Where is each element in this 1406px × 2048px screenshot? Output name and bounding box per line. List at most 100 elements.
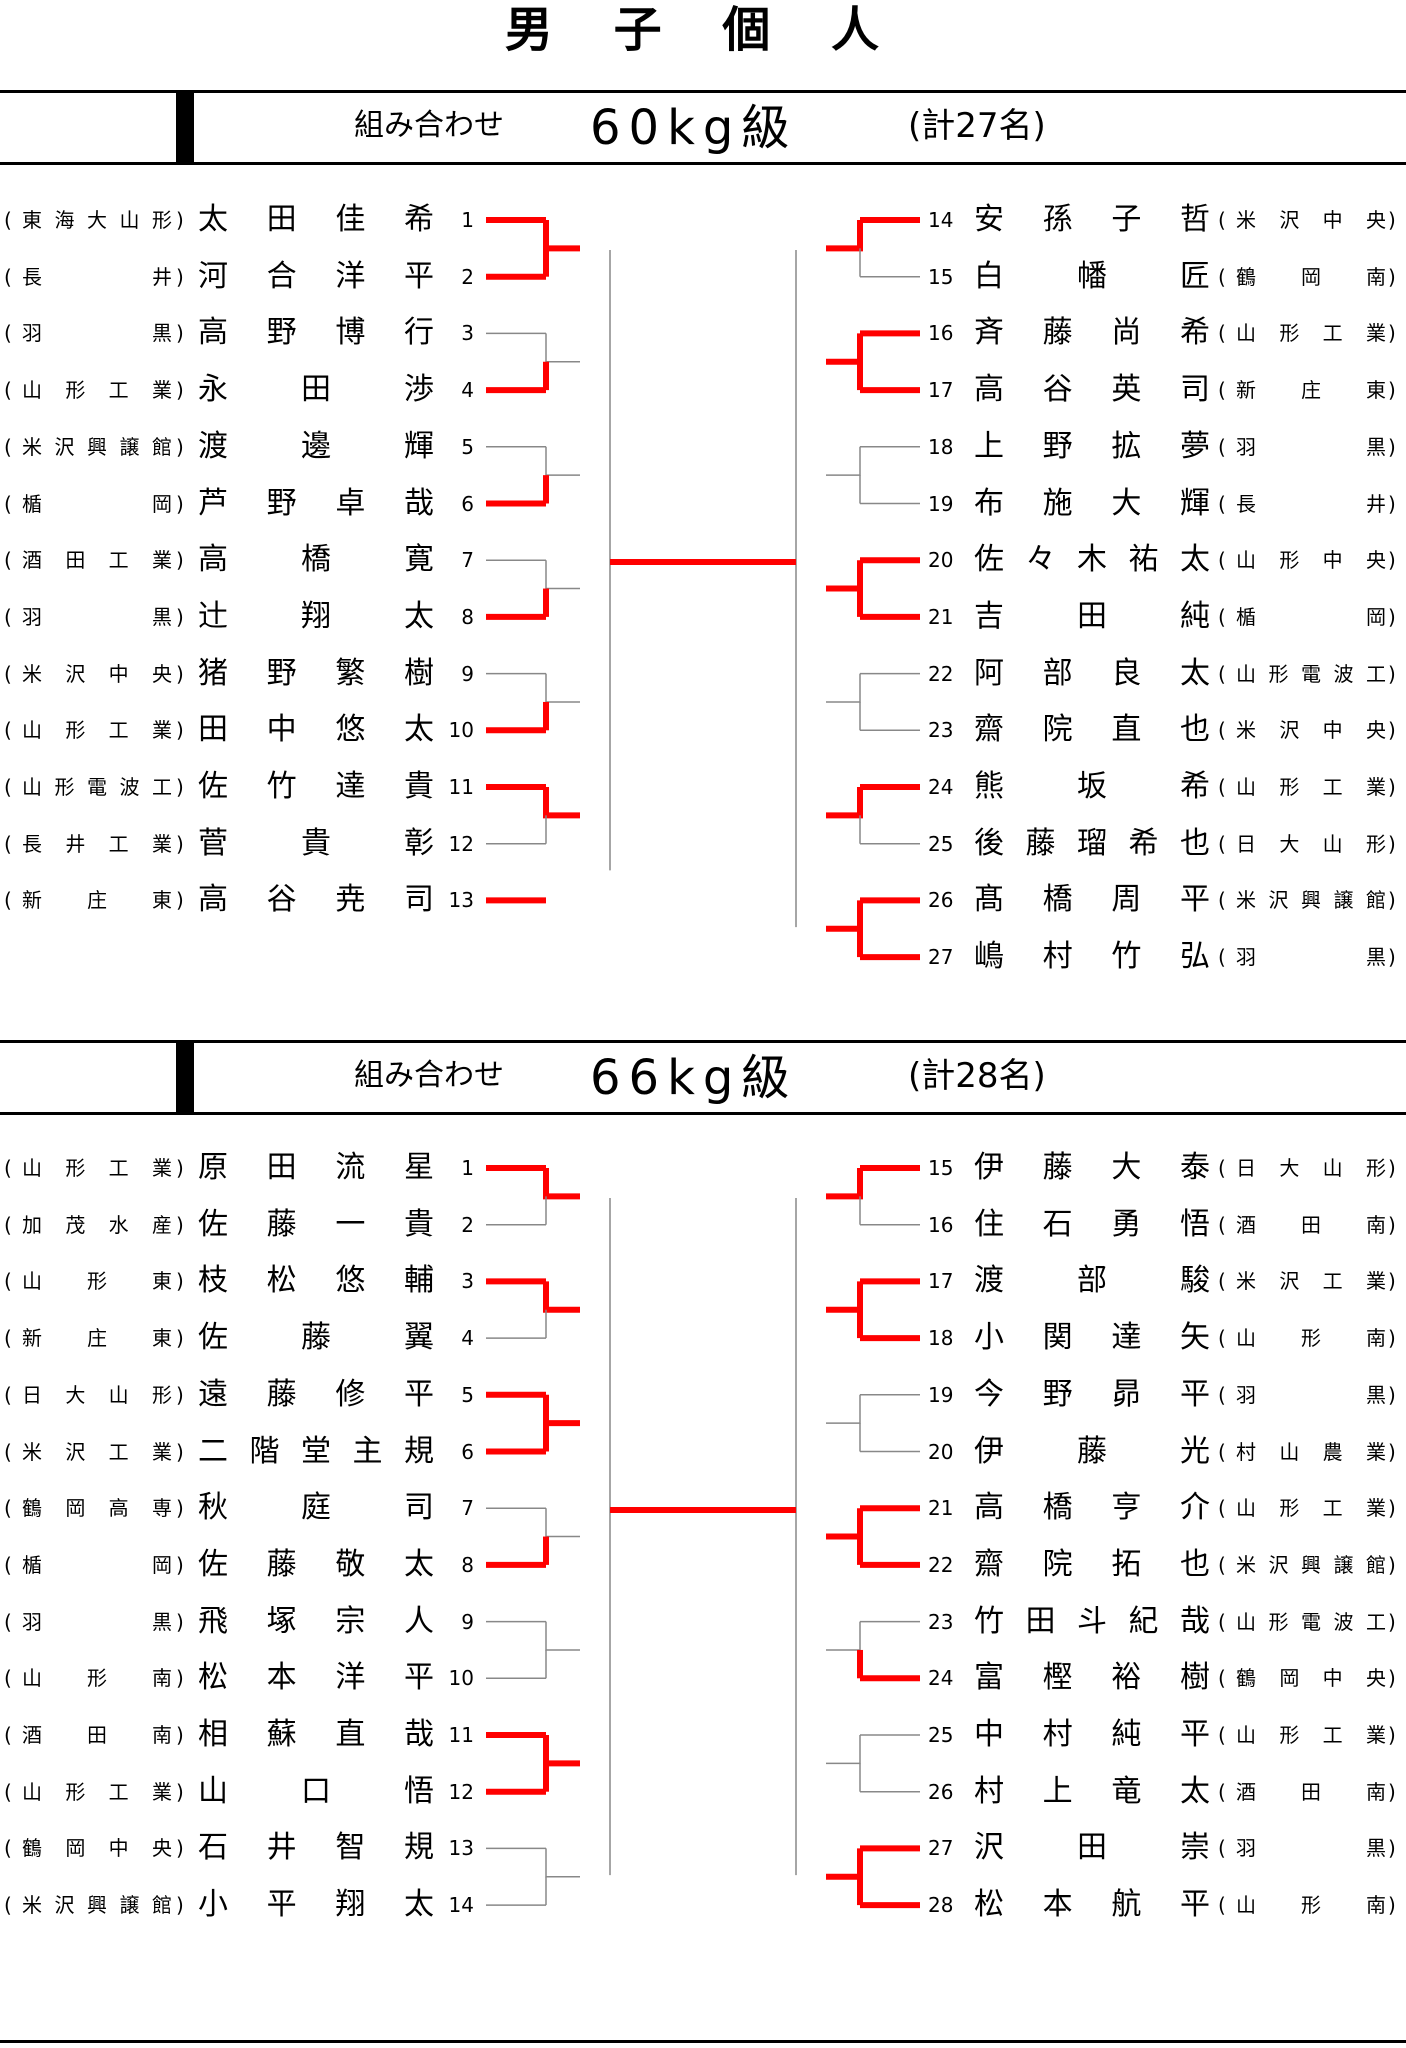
name-char: 太 — [1179, 655, 1210, 691]
name-char: 崇 — [1180, 1830, 1210, 1866]
team-name: (米沢中央) — [1218, 710, 1404, 750]
team-char: 東 — [152, 1326, 172, 1351]
paren-close: ) — [1388, 718, 1396, 743]
team-char: 業 — [151, 548, 172, 573]
paren-close: ) — [1388, 1439, 1396, 1464]
team-char: 酒 — [22, 548, 42, 573]
team-char: 工 — [1366, 1609, 1386, 1634]
competitor-name: 飛塚宗人 — [198, 1602, 434, 1642]
name-char: 村 — [974, 1773, 1004, 1809]
paren-open: ( — [1218, 208, 1226, 232]
header-bar — [176, 92, 194, 164]
team-char: 工 — [1322, 1496, 1343, 1521]
name-char: 星 — [403, 1150, 434, 1185]
team-name: (加茂水産) — [0, 1205, 194, 1245]
name-char: 渉 — [404, 372, 434, 408]
team-char: 黒 — [1366, 434, 1386, 459]
name-char: 本 — [1042, 1887, 1073, 1923]
team-name: (長井) — [0, 257, 194, 297]
paren-open: ( — [4, 1666, 12, 1691]
team-char: 鶴 — [1236, 1666, 1256, 1691]
paren-close: ) — [1388, 321, 1396, 346]
paren-close: ) — [176, 1723, 184, 1747]
seed-number: 11 — [448, 775, 474, 799]
competitor-name: 沢田崇 — [974, 1828, 1210, 1868]
team-char: 米 — [1236, 888, 1256, 913]
name-char: 中 — [974, 1717, 1004, 1752]
header-label: 組み合わせ — [354, 1058, 504, 1093]
name-char: 松 — [266, 1263, 297, 1299]
paren-open: ( — [4, 321, 12, 346]
seed-number: 7 — [461, 1496, 474, 1521]
paren-close: ) — [1388, 1269, 1396, 1294]
competitor-name: 高橋寛 — [198, 540, 434, 580]
team-text: 新庄東 — [22, 880, 172, 920]
competitor-name: 吉田純 — [974, 597, 1210, 637]
paren-open: ( — [4, 378, 12, 403]
round-join — [826, 1621, 861, 1651]
name-char: 高 — [198, 882, 228, 918]
seed-number: 2 — [461, 1212, 474, 1237]
name-char: 規 — [403, 1830, 434, 1866]
team-name: (山形工業) — [0, 1772, 194, 1812]
seed-number: 25 — [928, 1723, 954, 1747]
paren-close: ) — [176, 321, 184, 346]
team-char: 東 — [152, 888, 172, 913]
competitor-name: 村上竜太 — [974, 1772, 1210, 1812]
team-char: 日 — [22, 1382, 42, 1407]
name-char: 平 — [1179, 882, 1210, 918]
team-name: (鶴岡南) — [1218, 257, 1404, 297]
team-text: 山形東 — [22, 1261, 172, 1301]
paren-open: ( — [1218, 1779, 1226, 1804]
team-char: 形 — [65, 1779, 86, 1804]
seed-number: 26 — [928, 1779, 954, 1804]
team-text: 米沢中央 — [1236, 710, 1386, 750]
team-name: (新庄東) — [0, 1318, 194, 1358]
competitor-name: 佐藤翼 — [198, 1318, 434, 1358]
paren-close: ) — [1388, 1609, 1396, 1634]
name-char: 布 — [974, 485, 1004, 521]
team-name: (米沢中央) — [1218, 200, 1404, 240]
paren-open: ( — [4, 1326, 12, 1351]
name-char: 航 — [1111, 1887, 1142, 1923]
seed-number: 12 — [448, 831, 474, 856]
seed-number: 10 — [448, 718, 474, 743]
team-text: 山形南 — [22, 1658, 172, 1698]
competitor-name: 佐々木祐太 — [974, 540, 1210, 580]
seed-number: 1 — [461, 208, 474, 232]
team-char: 羽 — [22, 604, 42, 629]
name-char: 佐 — [198, 769, 228, 804]
name-char: 竹 — [266, 769, 297, 804]
team-name: (山形南) — [1218, 1885, 1404, 1925]
name-char: 哉 — [403, 485, 434, 521]
seed-number: 5 — [461, 1382, 474, 1407]
name-char: 階 — [249, 1433, 280, 1469]
competitor-name: 斉藤尚希 — [974, 313, 1210, 353]
team-text: 米沢中央 — [1236, 200, 1386, 240]
seed-number: 18 — [928, 434, 954, 459]
name-char: 周 — [1111, 882, 1142, 918]
paren-close: ) — [176, 604, 184, 629]
name-char: 橋 — [1042, 882, 1073, 918]
paren-close: ) — [1388, 264, 1396, 289]
name-char: 哲 — [1179, 202, 1210, 237]
paren-open: ( — [4, 604, 12, 629]
name-char: 上 — [974, 428, 1004, 464]
team-char: 工 — [108, 1439, 129, 1464]
name-char: 一 — [335, 1206, 366, 1242]
name-char: 宗 — [335, 1603, 366, 1639]
competitor-name: 今野昴平 — [974, 1375, 1210, 1415]
team-char: 山 — [1236, 661, 1256, 686]
name-char: 樹 — [1179, 1660, 1210, 1696]
team-char: 山 — [22, 1269, 42, 1294]
name-char: 介 — [1179, 1490, 1210, 1526]
team-name: (米沢興譲館) — [0, 427, 194, 467]
team-text: 酒田南 — [1236, 1772, 1386, 1812]
team-char: 黒 — [1366, 945, 1386, 970]
name-char: 太 — [403, 1887, 434, 1923]
name-char: 紀 — [1128, 1603, 1159, 1639]
